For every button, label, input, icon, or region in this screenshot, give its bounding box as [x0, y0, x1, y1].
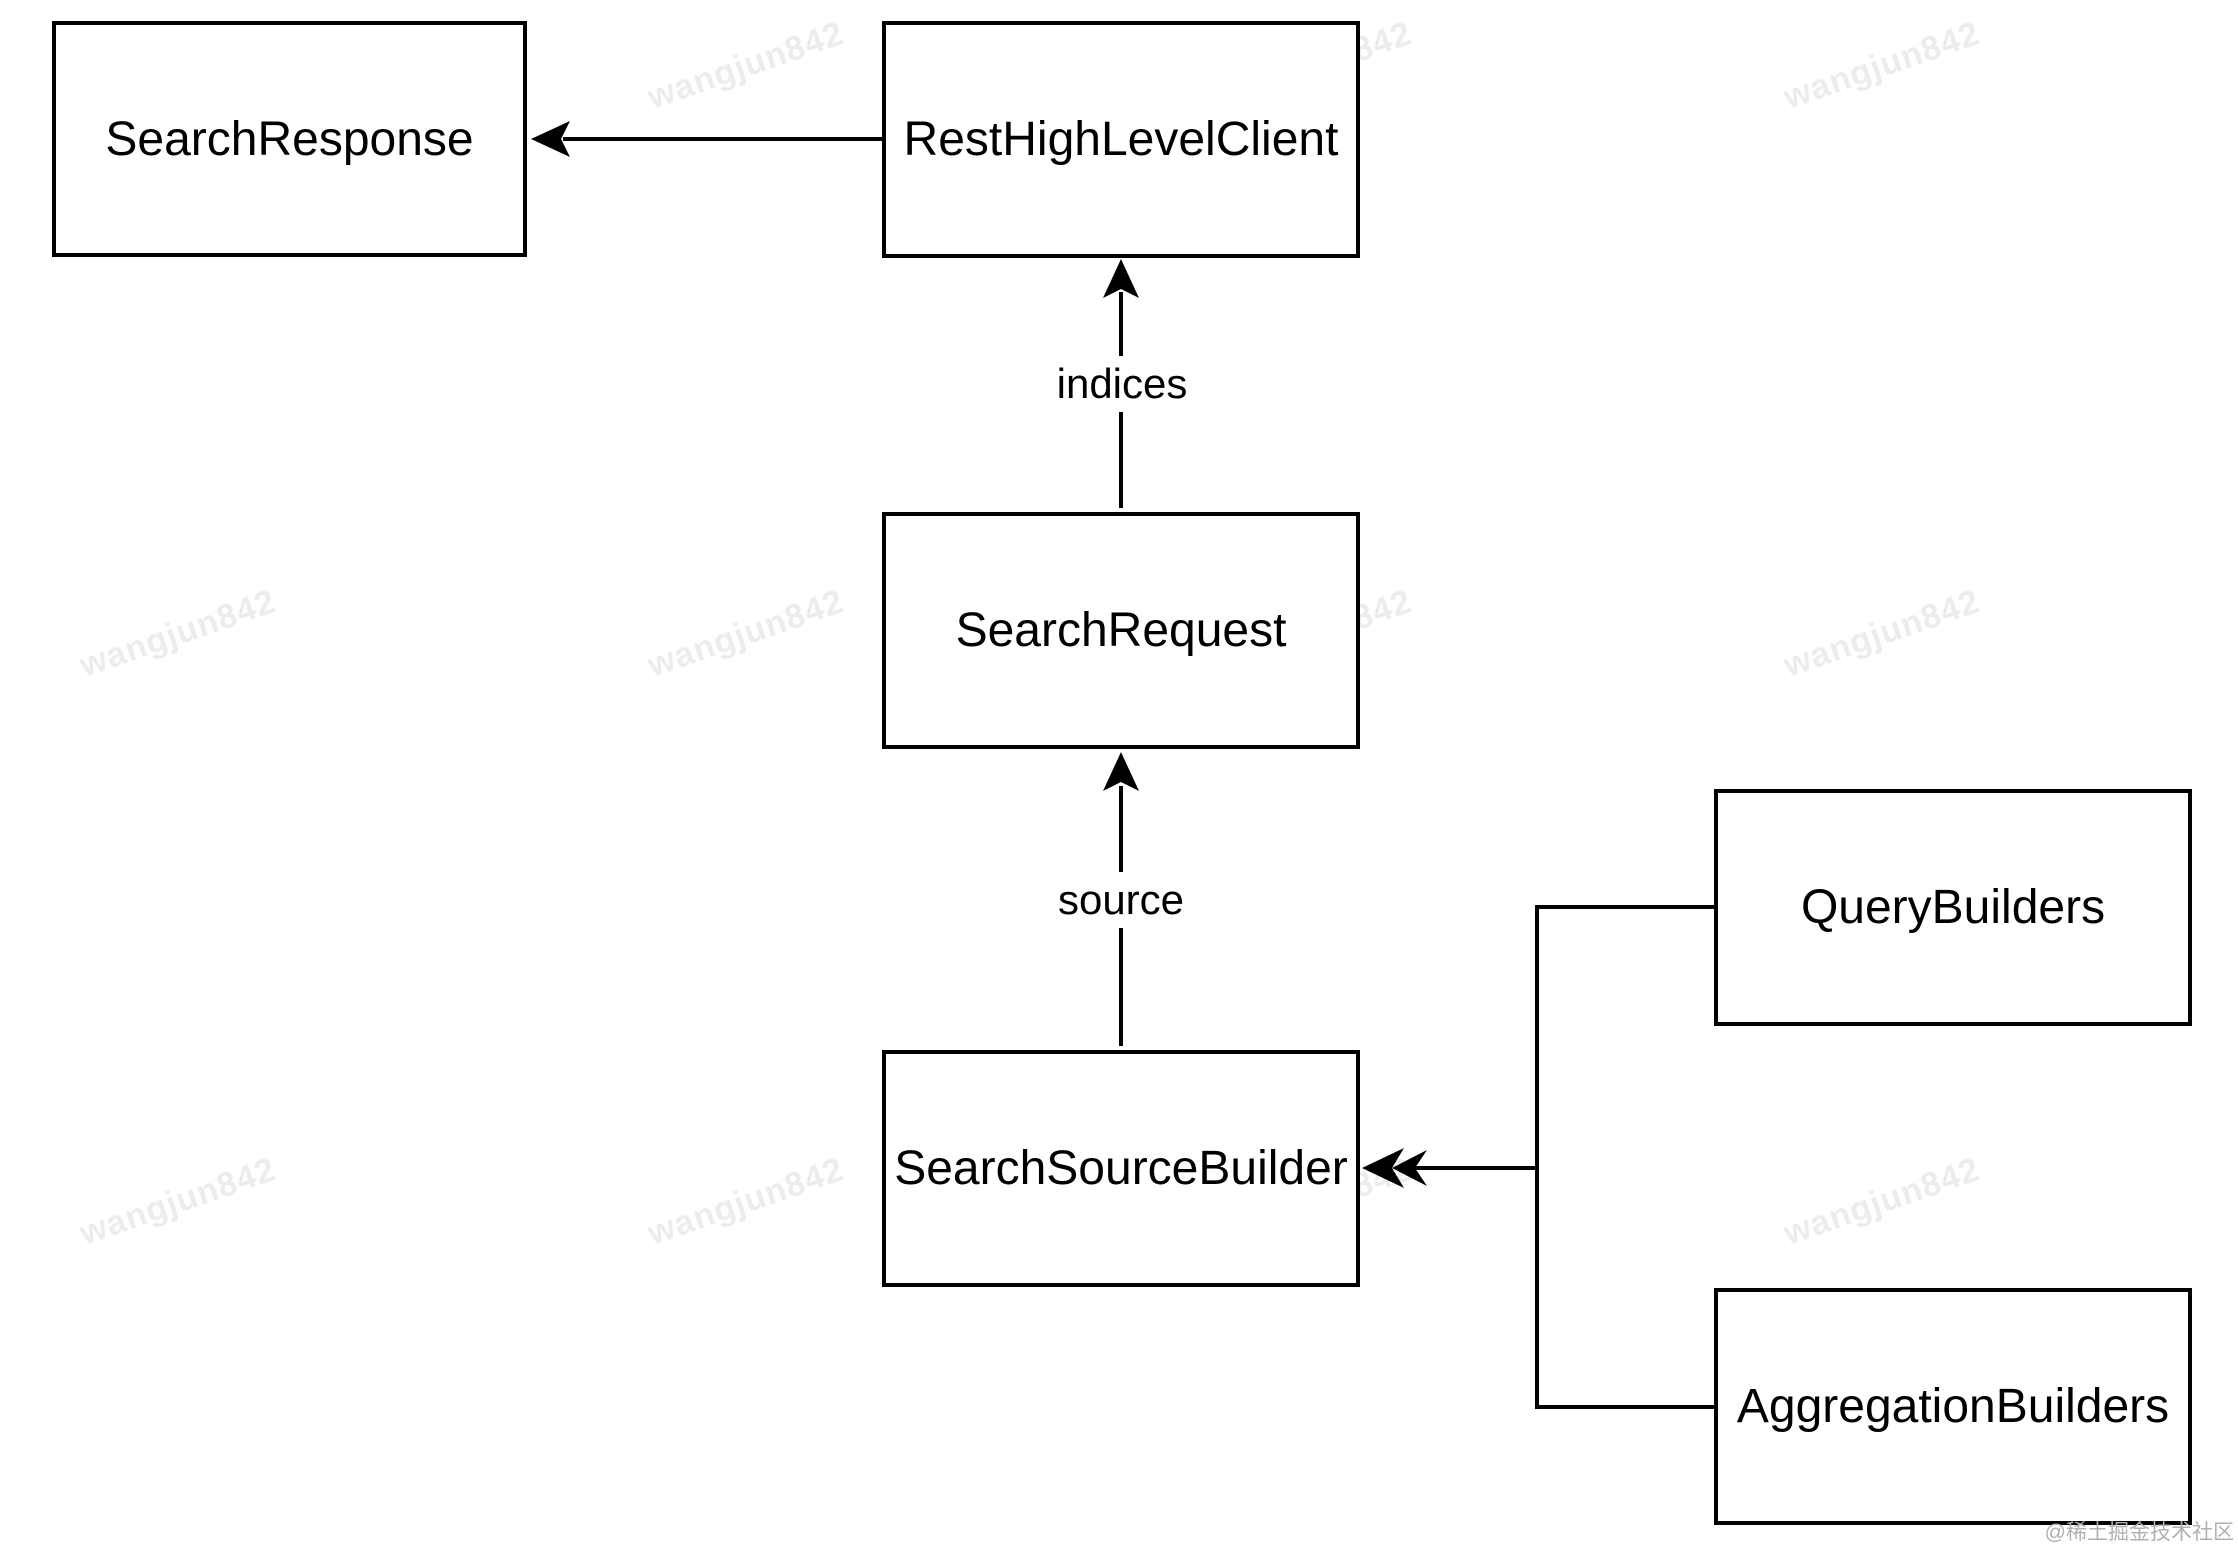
- edge-source-arrowhead: [1103, 752, 1139, 791]
- node-query-builders: QueryBuilders: [1714, 789, 2192, 1026]
- edge-indices-arrowhead: [1103, 259, 1139, 298]
- node-search-source-builder: SearchSourceBuilder: [882, 1050, 1360, 1287]
- tree-arrowhead-back: [1392, 1150, 1427, 1186]
- node-rest-high-level-client: RestHighLevelClient: [882, 21, 1360, 258]
- edge-label-source: source: [1047, 872, 1195, 928]
- node-query-builders-label: QueryBuilders: [1800, 881, 2106, 934]
- node-search-request: SearchRequest: [882, 512, 1360, 749]
- node-search-response: SearchResponse: [52, 21, 527, 257]
- edge-label-indices: indices: [1046, 356, 1198, 412]
- tree-arrowhead-front: [1362, 1148, 1404, 1188]
- site-watermark: @稀土掘金技术社区: [2044, 1521, 2234, 1544]
- edge-response-arrowhead: [531, 121, 570, 157]
- node-aggregation-builders-label: AggregationBuilders: [1736, 1380, 2170, 1433]
- node-search-response-label: SearchResponse: [105, 112, 474, 166]
- node-search-source-builder-label: SearchSourceBuilder: [894, 1142, 1348, 1195]
- node-rest-high-level-client-label: RestHighLevelClient: [903, 113, 1339, 166]
- node-search-request-label: SearchRequest: [955, 604, 1287, 657]
- node-aggregation-builders: AggregationBuilders: [1714, 1288, 2192, 1525]
